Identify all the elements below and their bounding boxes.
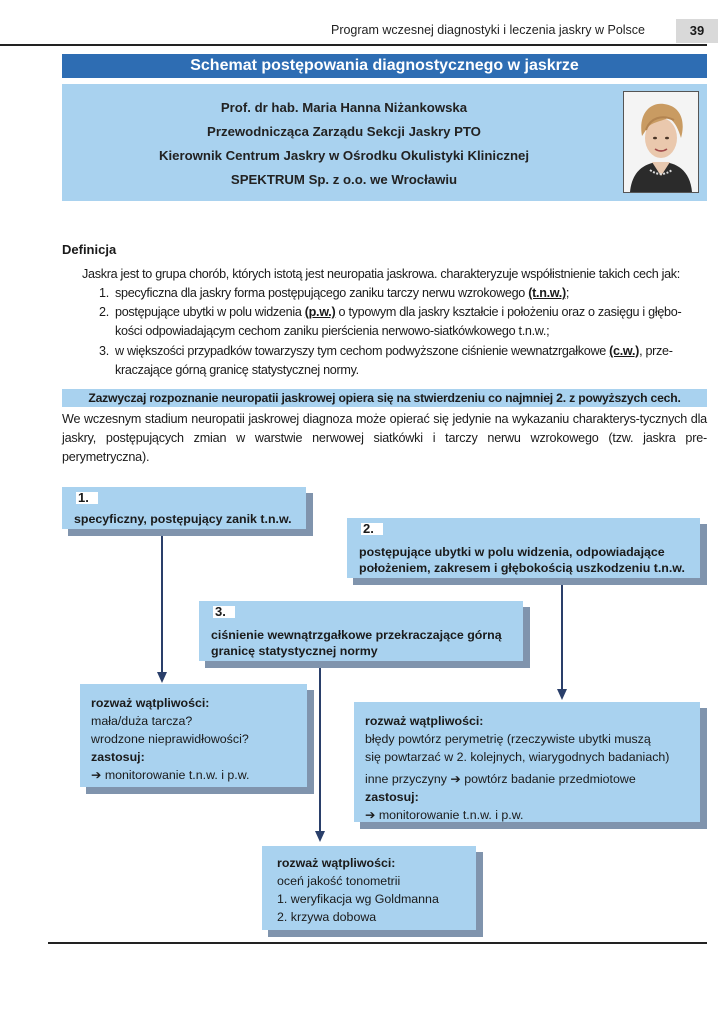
criterion-number: 3. (213, 605, 235, 618)
doubt-line: mała/duża tarcza? (91, 714, 193, 728)
header-divider (0, 44, 707, 46)
diagnosis-highlight: Zazwyczaj rozpoznanie neuropatii jaskrow… (62, 389, 707, 407)
connector-3 (319, 667, 321, 832)
criterion-box-3: 3. ciśnienie wewnątrzgałkowe przekraczaj… (199, 601, 530, 668)
criterion-text-line1: ciśnienie wewnątrzgałkowe przekraczające… (211, 628, 502, 642)
page-number: 39 (676, 19, 718, 43)
doubt-line: oceń jakość tonometrii (277, 874, 401, 888)
doubt-box-2: rozważ wątpliwości: błędy powtórz peryme… (354, 702, 707, 829)
criterion-number: 1. (76, 491, 98, 504)
author-role: Przewodnicząca Zarządu Sekcji Jaskry PTO (207, 124, 481, 139)
definition-intro: Jaskra jest to grupa chorób, których ist… (82, 267, 680, 281)
arrow-down-icon (557, 689, 567, 700)
doubt-line: inne przyczyny ➔ powtórz badanie przedmi… (365, 772, 636, 786)
definition-heading: Definicja (62, 242, 117, 257)
portrait-image (624, 92, 698, 192)
author-affiliation: Kierownik Centrum Jaskry w Ośrodku Okuli… (158, 148, 530, 163)
author-name: Prof. dr hab. Maria Hanna Niżankowska (220, 100, 468, 115)
criterion-text-line1: postępujące ubytki w polu widzenia, odpo… (359, 545, 665, 559)
criterion-box-1: 1. specyficzny, postępujący zanik t.n.w. (62, 487, 313, 536)
arrow-down-icon (315, 831, 325, 842)
doubt-line: błędy powtórz perymetrię (rzeczywiste ub… (365, 732, 651, 746)
author-photo (623, 91, 699, 193)
doubt-heading: rozważ wątpliwości: (277, 856, 396, 870)
doubt-heading: rozważ wątpliwości: (91, 696, 210, 710)
arrow-down-icon (157, 672, 167, 683)
criterion-box-2: 2. postępujące ubytki w polu widzenia, o… (347, 518, 707, 585)
apply-heading: zastosuj: (91, 750, 145, 764)
criterion-text: specyficzny, postępujący zanik t.n.w. (74, 512, 292, 526)
criterion-text-line2: położeniem, zakresem i głębokością uszko… (359, 561, 685, 575)
author-panel: Prof. dr hab. Maria Hanna Niżankowska Pr… (62, 84, 707, 201)
doubt-line: wrodzone nieprawidłowości? (91, 732, 249, 746)
doubt-box-3: rozważ wątpliwości: oceń jakość tonometr… (262, 846, 483, 937)
apply-heading: zastosuj: (365, 790, 419, 804)
doubt-line: 2. krzywa dobowa (277, 910, 377, 924)
doubt-heading: rozważ wątpliwości: (365, 714, 484, 728)
criterion-number: 2. (361, 522, 383, 535)
apply-action: ➔ monitorowanie t.n.w. i p.w. (91, 768, 250, 782)
footer-divider (48, 942, 707, 944)
doubt-line: się powtarzać w 2. kolejnych, wiarygodny… (365, 750, 670, 764)
connector-2 (561, 584, 563, 690)
doubt-line: 1. weryfikacja wg Goldmanna (277, 892, 439, 906)
early-stage-paragraph: We wczesnym stadium neuropatii jaskrowej… (62, 412, 707, 464)
connector-1 (161, 535, 163, 673)
author-company: SPEKTRUM Sp. z o.o. we Wrocławiu (230, 172, 458, 187)
doubt-box-1: rozważ wątpliwości: mała/duża tarcza? wr… (80, 684, 314, 794)
page-title: Schemat postępowania diagnostycznego w j… (62, 54, 707, 78)
running-header: Program wczesnej diagnostyki i leczenia … (330, 23, 645, 37)
criterion-text-line2: granicę statystycznej normy (211, 644, 378, 658)
author-info: Prof. dr hab. Maria Hanna Niżankowska Pr… (144, 96, 544, 192)
apply-action: ➔ monitorowanie t.n.w. i p.w. (365, 808, 524, 822)
